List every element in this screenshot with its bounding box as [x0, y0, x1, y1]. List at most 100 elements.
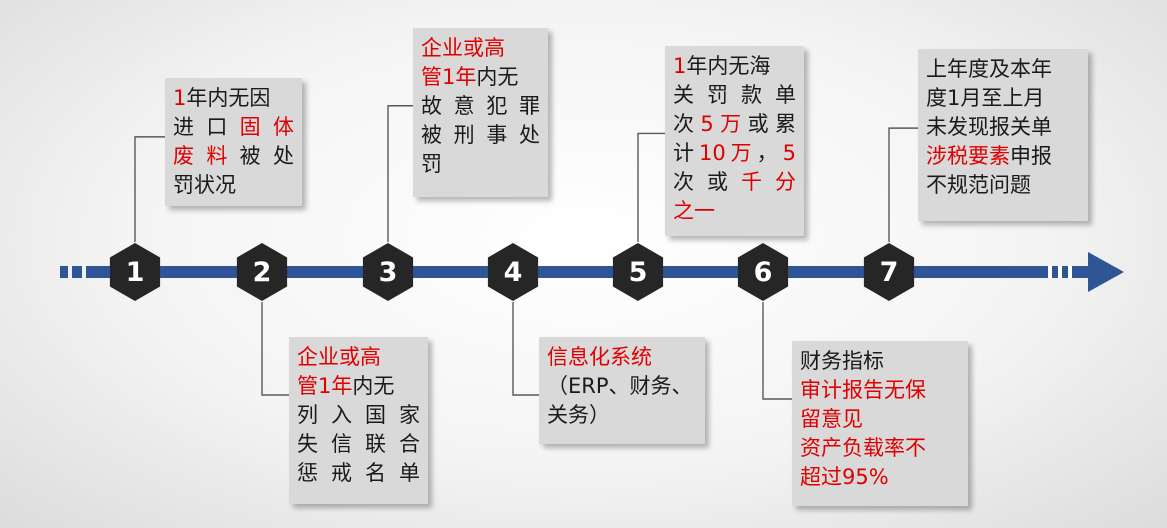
text-segment: （ERP、财务、 [547, 374, 693, 398]
text-segment: 年内无因 [186, 86, 271, 110]
timeline-gap [1048, 266, 1052, 278]
connector-line-4 [512, 302, 539, 396]
text-segment: 废料 [173, 144, 240, 168]
milestone-7-line: 涉税要素申报 [926, 142, 1080, 171]
hexagon-shape [487, 243, 539, 301]
text-segment: 关罚款单 [673, 83, 796, 107]
milestone-4-line: （ERP、财务、 [547, 372, 697, 401]
text-segment: 进口 [173, 115, 240, 139]
milestone-number: 3 [378, 256, 398, 288]
milestone-3-line: 企业或高 [421, 34, 540, 63]
milestone-7-line: 未发现报关单 [926, 113, 1080, 142]
text-segment: 企业或高 [297, 345, 381, 369]
milestone-box-2: 企业或高管1年内无列入国家失信联合惩戒名单 [289, 337, 428, 504]
milestone-1-line: 罚状况 [173, 171, 294, 200]
milestone-2-line: 管1年内无 [297, 372, 420, 401]
text-segment: 未发现报关单 [926, 115, 1052, 139]
text-segment: 内无 [352, 374, 395, 398]
text-segment: 列入国家 [297, 403, 420, 427]
milestone-5-line: 关罚款单 [673, 81, 796, 110]
text-segment: 超过95% [800, 465, 889, 489]
milestone-box-3: 企业或高管1年内无故意犯罪被刑事处罚 [413, 28, 548, 197]
text-segment: 次 [673, 112, 701, 136]
milestone-hexagon-5: 5 [609, 243, 667, 301]
text-segment: 企业或高 [421, 36, 505, 60]
text-segment: 固体 [239, 115, 295, 139]
text-segment: 计 [673, 141, 699, 165]
text-segment: 次或 [673, 170, 741, 194]
text-segment: 失信联合 [297, 432, 420, 456]
milestone-6-line: 超过95% [800, 463, 960, 492]
milestone-hexagon-1: 1 [106, 243, 164, 301]
text-segment: 千分 [741, 170, 796, 194]
hexagon-shape [612, 243, 664, 301]
milestone-3-line: 被刑事处 [421, 121, 540, 150]
milestone-hexagon-4: 4 [484, 243, 542, 301]
milestone-6-line: 财务指标 [800, 347, 960, 376]
hexagon-fill [612, 243, 664, 301]
milestone-3-line: 管1年内无 [421, 63, 540, 92]
connector-line-6 [762, 302, 792, 400]
milestone-1-line: 废料被处 [173, 142, 294, 171]
milestone-7-line: 不规范问题 [926, 171, 1080, 200]
text-segment: 申报 [1010, 144, 1052, 168]
milestone-6-line: 留意见 [800, 405, 960, 434]
milestone-5-line: 次5万或累 [673, 110, 796, 139]
milestone-7-line: 上年度及本年 [926, 55, 1080, 84]
text-segment: 上年度及本年 [926, 57, 1052, 81]
milestone-4-line: 关务） [547, 401, 697, 430]
connector-line-7 [888, 127, 918, 242]
timeline-dash [72, 266, 82, 278]
milestone-number: 4 [503, 256, 523, 288]
text-segment: 管1年 [421, 65, 477, 89]
milestone-box-6: 财务指标审计报告无保留意见资产负载率不超过95% [792, 341, 968, 506]
milestone-2-line: 惩戒名单 [297, 459, 420, 488]
hexagon-shape [236, 243, 288, 301]
milestone-hexagon-2: 2 [233, 243, 291, 301]
milestone-5-line: 1年内无海 [673, 52, 796, 81]
hexagon-fill [737, 243, 789, 301]
text-segment: 财务指标 [800, 349, 884, 373]
milestone-1-line: 1年内无因 [173, 84, 294, 113]
milestone-number: 7 [879, 256, 899, 288]
hexagon-fill [236, 243, 288, 301]
text-segment: 被处 [239, 144, 295, 168]
milestone-number: 6 [753, 256, 773, 288]
milestone-hexagon-3: 3 [359, 243, 417, 301]
timeline-arrow-icon [1088, 252, 1124, 292]
milestone-box-4: 信息化系统（ERP、财务、关务） [539, 337, 705, 444]
milestone-number: 5 [628, 256, 648, 288]
text-segment: 之一 [673, 199, 715, 223]
milestone-box-7: 上年度及本年度1月至上月未发现报关单涉税要素申报不规范问题 [918, 49, 1088, 221]
text-segment: 5 [782, 141, 797, 165]
text-segment: 年内无海 [686, 54, 771, 78]
milestone-2-line: 列入国家 [297, 401, 420, 430]
timeline-dash [60, 266, 68, 278]
text-segment: 或累 [747, 112, 796, 136]
hexagon-fill [109, 243, 161, 301]
text-segment: 涉税要素 [926, 144, 1010, 168]
text-segment: 管1年 [297, 374, 353, 398]
text-segment: 故意犯罪 [421, 94, 540, 118]
connector-line-5 [637, 132, 665, 242]
hexagon-shape [737, 243, 789, 301]
text-segment: 审计报告无保 [800, 378, 926, 402]
text-segment: 罚 [421, 152, 442, 176]
text-segment: 资产负载率不 [800, 436, 926, 460]
milestone-2-line: 企业或高 [297, 343, 420, 372]
hexagon-shape [863, 243, 915, 301]
timeline-gap [1068, 266, 1072, 278]
text-segment: 10万 [698, 141, 757, 165]
text-segment: 罚状况 [173, 173, 236, 197]
milestone-5-line: 之一 [673, 197, 796, 226]
text-segment: 留意见 [800, 407, 863, 431]
hexagon-fill [487, 243, 539, 301]
milestone-2-line: 失信联合 [297, 430, 420, 459]
text-segment: 1 [673, 54, 687, 78]
text-segment: 不规范问题 [926, 173, 1031, 197]
text-segment: 被刑事处 [421, 123, 540, 147]
timeline-gap [1058, 266, 1062, 278]
timeline-bar [86, 266, 1090, 278]
